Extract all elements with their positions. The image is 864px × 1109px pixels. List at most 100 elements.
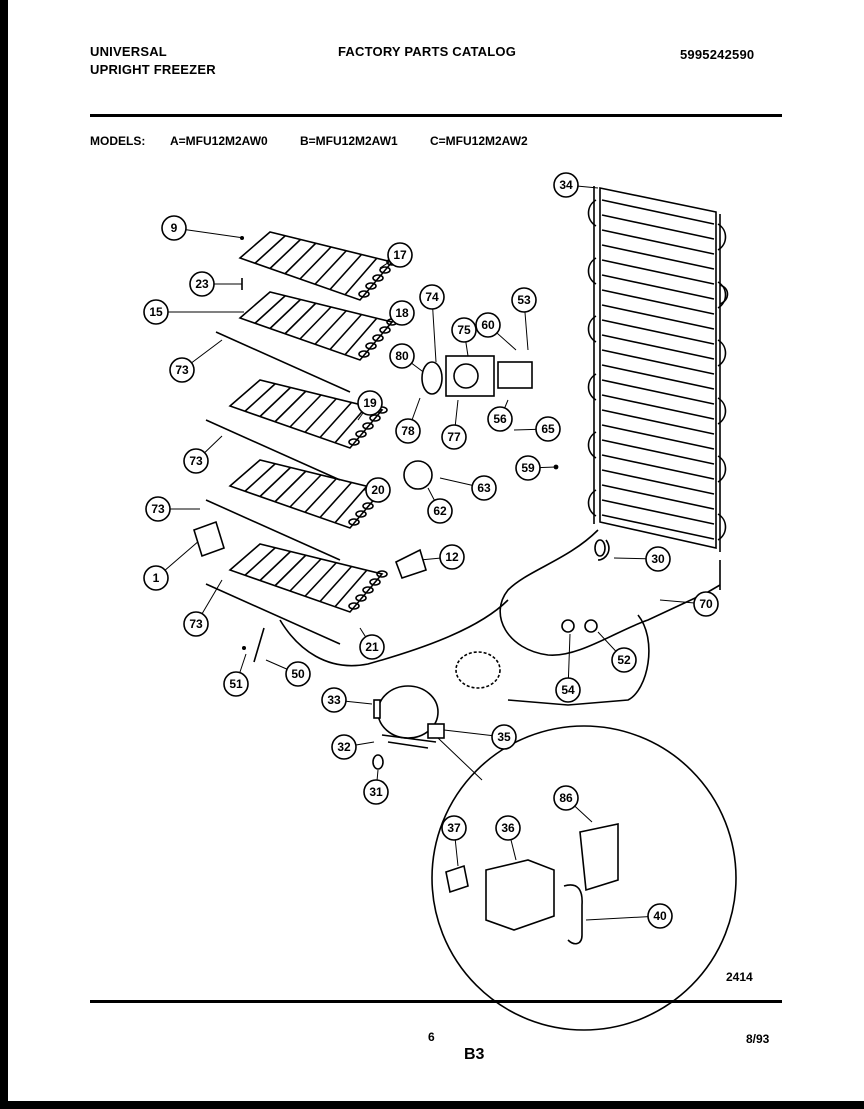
svg-text:37: 37: [447, 821, 461, 835]
svg-text:12: 12: [445, 550, 459, 564]
footer-date: 8/93: [746, 1032, 770, 1046]
wire-shelf: [205, 459, 388, 561]
compressor: [377, 651, 501, 749]
callout-77: 77: [441, 424, 467, 450]
callout-62: 62: [427, 498, 453, 524]
brand-line-2: UPRIGHT FREEZER: [90, 62, 216, 77]
model-a: A=MFU12M2AW0: [170, 134, 268, 148]
svg-text:40: 40: [653, 909, 667, 923]
callout-53: 53: [511, 287, 537, 313]
svg-text:70: 70: [699, 597, 713, 611]
svg-text:30: 30: [651, 552, 665, 566]
callout-52: 52: [611, 647, 637, 673]
svg-text:52: 52: [617, 653, 631, 667]
svg-text:18: 18: [395, 306, 409, 320]
svg-text:50: 50: [291, 667, 305, 681]
callout-15: 15: [143, 299, 169, 325]
small-fasteners: [240, 236, 606, 770]
electrical-detail-inset: [431, 725, 737, 1031]
wire-shelf: [205, 543, 388, 645]
svg-text:73: 73: [189, 617, 203, 631]
callout-80: 80: [389, 343, 415, 369]
svg-text:73: 73: [175, 363, 189, 377]
callout-37: 37: [441, 815, 467, 841]
drawing-number: 2414: [726, 970, 753, 984]
page-number: 6: [428, 1030, 435, 1044]
callout-51: 51: [223, 671, 249, 697]
svg-text:36: 36: [501, 821, 515, 835]
callout-73: 73: [183, 611, 209, 637]
callout-74: 74: [419, 284, 445, 310]
callout-12: 12: [439, 544, 465, 570]
callout-34: 34: [553, 172, 579, 198]
models-label: MODELS:: [90, 134, 146, 148]
callout-60: 60: [475, 312, 501, 338]
part-bracket: [193, 520, 427, 580]
callout-31: 31: [363, 779, 389, 805]
refrigerant-tubing: [279, 529, 721, 706]
svg-text:20: 20: [371, 483, 385, 497]
model-b: B=MFU12M2AW1: [300, 134, 398, 148]
callout-75: 75: [451, 317, 477, 343]
model-c: C=MFU12M2AW2: [430, 134, 528, 148]
callout-50: 50: [285, 661, 311, 687]
svg-text:60: 60: [481, 318, 495, 332]
svg-text:62: 62: [433, 504, 447, 518]
wire-shelf: [215, 291, 398, 393]
brand-line-1: UNIVERSAL: [90, 44, 167, 59]
svg-text:74: 74: [425, 290, 439, 304]
callout-73: 73: [169, 357, 195, 383]
callout-33: 33: [321, 687, 347, 713]
svg-text:21: 21: [365, 640, 379, 654]
evaporator-panel: [587, 186, 729, 590]
callout-63: 63: [471, 475, 497, 501]
catalog-number: 5995242590: [680, 47, 755, 62]
callout-30: 30: [645, 546, 671, 572]
callout-56: 56: [487, 406, 513, 432]
svg-text:33: 33: [327, 693, 341, 707]
svg-text:1: 1: [153, 571, 160, 585]
callout-36: 36: [495, 815, 521, 841]
svg-text:73: 73: [189, 454, 203, 468]
catalog-title: FACTORY PARTS CATALOG: [338, 44, 517, 59]
callout-23: 23: [189, 271, 215, 297]
svg-text:53: 53: [517, 293, 531, 307]
svg-text:31: 31: [369, 785, 383, 799]
callout-78: 78: [395, 418, 421, 444]
callout-73: 73: [183, 448, 209, 474]
svg-text:34: 34: [559, 178, 573, 192]
wire-shelf: [254, 235, 398, 298]
svg-text:51: 51: [229, 677, 243, 691]
callout-32: 32: [331, 734, 357, 760]
callout-70: 70: [693, 591, 719, 617]
callout-35: 35: [491, 724, 517, 750]
catalog-page: UNIVERSAL UPRIGHT FREEZER FACTORY PARTS …: [8, 0, 864, 1101]
exploded-parts-diagram: 9 17 23 15 18 73 74 75 60 53 80 19 78 77 56 65 34 59 63 20 6…: [143, 172, 737, 1031]
header-rule: [90, 114, 782, 117]
callout-18: 18: [389, 300, 415, 326]
callout-86: 86: [553, 785, 579, 811]
callout-65: 65: [535, 416, 561, 442]
svg-text:35: 35: [497, 730, 511, 744]
svg-text:80: 80: [395, 349, 409, 363]
callout-54: 54: [555, 677, 581, 703]
svg-text:59: 59: [521, 461, 535, 475]
callout-17: 17: [387, 242, 413, 268]
svg-text:32: 32: [337, 740, 351, 754]
svg-text:75: 75: [457, 323, 471, 337]
svg-text:19: 19: [363, 396, 377, 410]
callout-19: 19: [357, 390, 383, 416]
svg-text:73: 73: [151, 502, 165, 516]
callout-20: 20: [365, 477, 391, 503]
section-code: B3: [464, 1046, 485, 1063]
svg-text:86: 86: [559, 791, 573, 805]
svg-text:17: 17: [393, 248, 407, 262]
svg-text:56: 56: [493, 412, 507, 426]
callout-73: 73: [145, 496, 171, 522]
shelf-assemblies: [205, 231, 398, 645]
callout-21: 21: [359, 634, 385, 660]
callout-40: 40: [647, 903, 673, 929]
fan-motor-assembly: [403, 355, 533, 490]
svg-text:65: 65: [541, 422, 555, 436]
svg-text:9: 9: [171, 221, 178, 235]
